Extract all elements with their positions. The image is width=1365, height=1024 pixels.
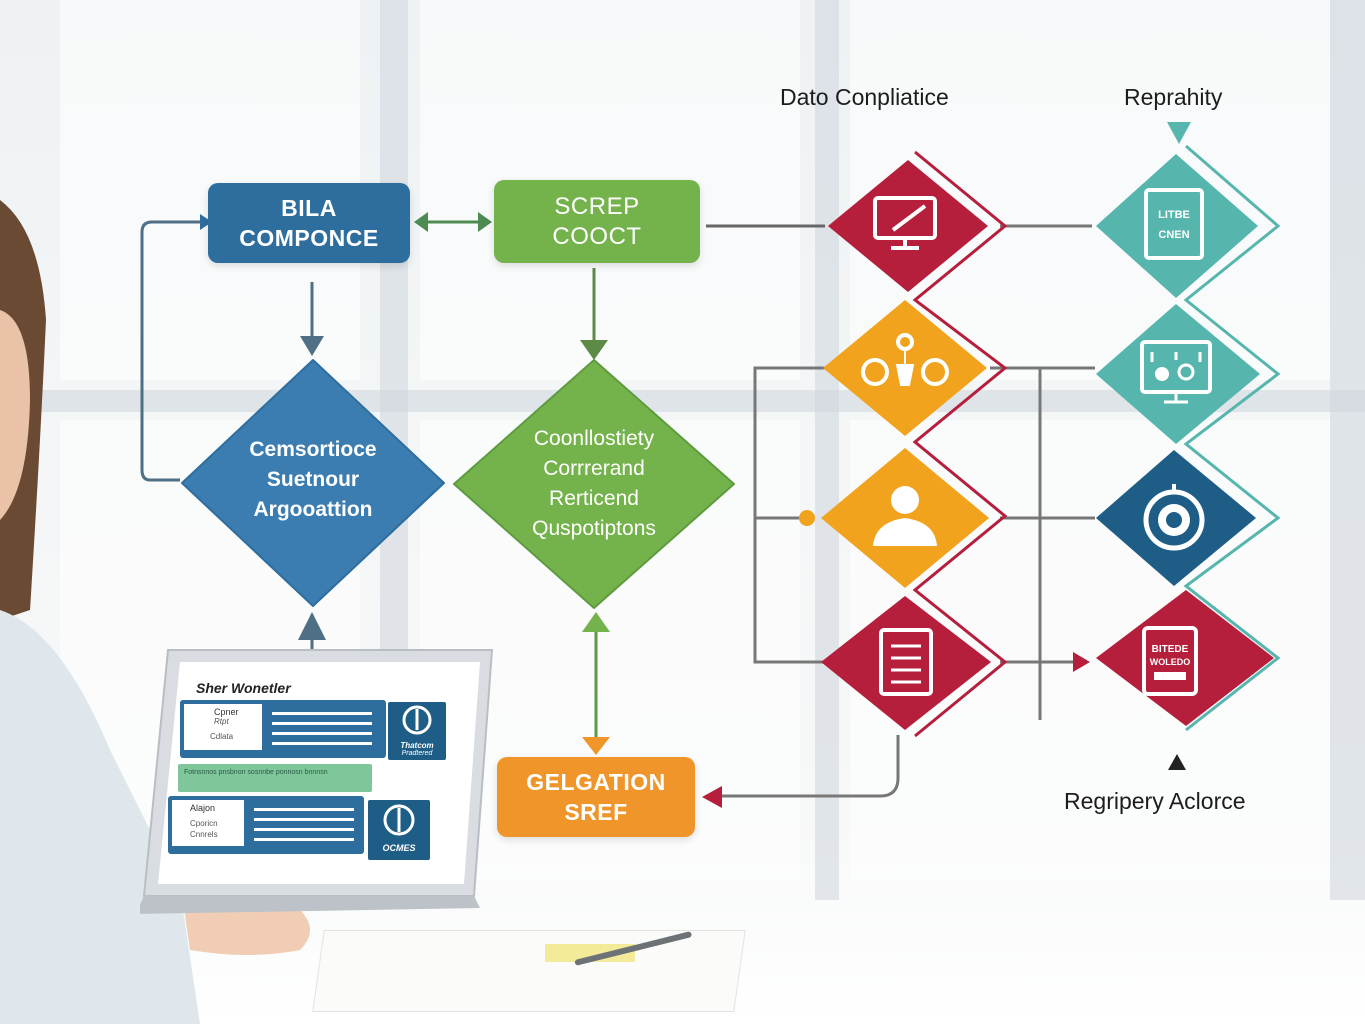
dashboard-screen-icon: [1096, 304, 1260, 444]
icon-column-1: [821, 150, 1008, 738]
tablet-doc-icon: LITBE CNEN: [1096, 154, 1258, 298]
loop-connector: [140, 220, 200, 482]
decision-diamond-green[interactable]: [450, 356, 738, 612]
person-icon: [821, 448, 989, 588]
card1-line3: Cdlata: [210, 732, 234, 741]
process-box-orange[interactable]: GELGATION SREF: [497, 757, 695, 837]
card2-line2: Cporicn: [190, 819, 218, 828]
decision-diamond-blue[interactable]: [178, 356, 448, 610]
diamond-line: Coonllostiety: [533, 427, 655, 450]
card2-line1: Alajon: [190, 803, 216, 813]
diamond-line: Argooattion: [253, 498, 373, 521]
arrow-head: [580, 340, 608, 360]
box-line: GELGATION: [526, 769, 666, 795]
strip-text: Fotnsnnos pnsbnon sosnnbe ponnosn bnnnsn: [184, 769, 328, 776]
diamond-line: Quspotiptons: [532, 517, 656, 540]
badge-ring-icon: [402, 705, 432, 735]
arrow-head: [582, 737, 610, 755]
header-data-compliance: Dato Conpliatice: [780, 84, 949, 110]
arrow-head: [582, 612, 610, 632]
desk-notepad: [312, 930, 746, 1012]
laptop-card-2[interactable]: Alajon Cporicn Cnnrels: [168, 796, 364, 854]
arrow-head: [702, 786, 722, 808]
laptop-badge-2[interactable]: OCMES: [368, 800, 430, 860]
icon-bracket-connector: [753, 366, 825, 664]
arrow-head: [414, 212, 428, 232]
person-illustration: [0, 200, 310, 1024]
laptop-status-strip: Fotnsnnos pnsbnon sosnnbe ponnosn bnnnsn: [178, 764, 372, 792]
laptop-screen-title: Sher Wonetler: [196, 680, 291, 696]
arrow-head: [1073, 652, 1090, 672]
diamond-blue-label: Cemsortioce Suetnour Argooattion: [198, 435, 428, 525]
box-line: COMPONCE: [239, 225, 379, 251]
report-text-top: BITEDE: [1152, 644, 1189, 655]
arrow-head: [1168, 754, 1186, 770]
process-box-blue[interactable]: BILA COMPONCE: [208, 183, 410, 263]
tablet-text-top: LITBE: [1158, 209, 1190, 221]
badge-ring-icon: [383, 804, 415, 836]
header-reprahity: Reprahity: [1124, 84, 1223, 110]
document-list-icon: [821, 596, 991, 730]
report-tablet-icon: BITEDE WOLEDO: [1096, 590, 1274, 726]
diamond-line: Cemsortioce: [249, 438, 377, 461]
sticky-note: [545, 944, 635, 962]
diamond-line: Suetnour: [266, 468, 360, 491]
process-box-green[interactable]: SCREP COOCT: [494, 180, 700, 263]
box-line: SCREP: [554, 192, 640, 220]
network-nodes-icon: [823, 300, 987, 436]
card1-line2: Rtpt: [214, 717, 229, 726]
box-line: BILA: [281, 195, 337, 221]
footer-regulatory-label: Regripery Aclorce: [1064, 788, 1246, 814]
diamond-green-label: Coonllostiety Corrrerand Rerticend Quspo…: [484, 424, 704, 544]
return-connector: [718, 735, 900, 798]
arrow-head: [300, 336, 324, 356]
box-line: COOCT: [552, 222, 642, 250]
report-text-bottom: WOLEDO: [1150, 657, 1191, 667]
diamond-line: Corrrerand: [543, 457, 645, 480]
arrow-head: [478, 212, 492, 232]
badge1-text2: Pradtered: [401, 750, 433, 757]
card1-line1: Cpner: [214, 707, 239, 717]
connector-dot: [799, 510, 815, 526]
arrow-head: [1167, 122, 1191, 144]
icon-column-2: LITBE CNEN BITEDE WOLEDO: [1096, 144, 1281, 732]
arrow-head: [298, 612, 326, 640]
globe-badge-icon: [1096, 450, 1256, 586]
monitor-tools-icon: [828, 160, 988, 292]
badge1-text1: Thatcom: [400, 741, 434, 750]
card2-line3: Cnnrels: [190, 830, 218, 839]
laptop-card-1[interactable]: Cpner Rtpt Cdlata: [180, 700, 386, 758]
laptop-badge-1[interactable]: Thatcom Pradtered: [388, 702, 446, 760]
box-line: SREF: [564, 799, 628, 825]
arrow-head: [200, 214, 212, 230]
badge2-text: OCMES: [382, 843, 416, 853]
tablet-text-bottom: CNEN: [1158, 229, 1189, 241]
diamond-line: Rerticend: [549, 487, 639, 510]
